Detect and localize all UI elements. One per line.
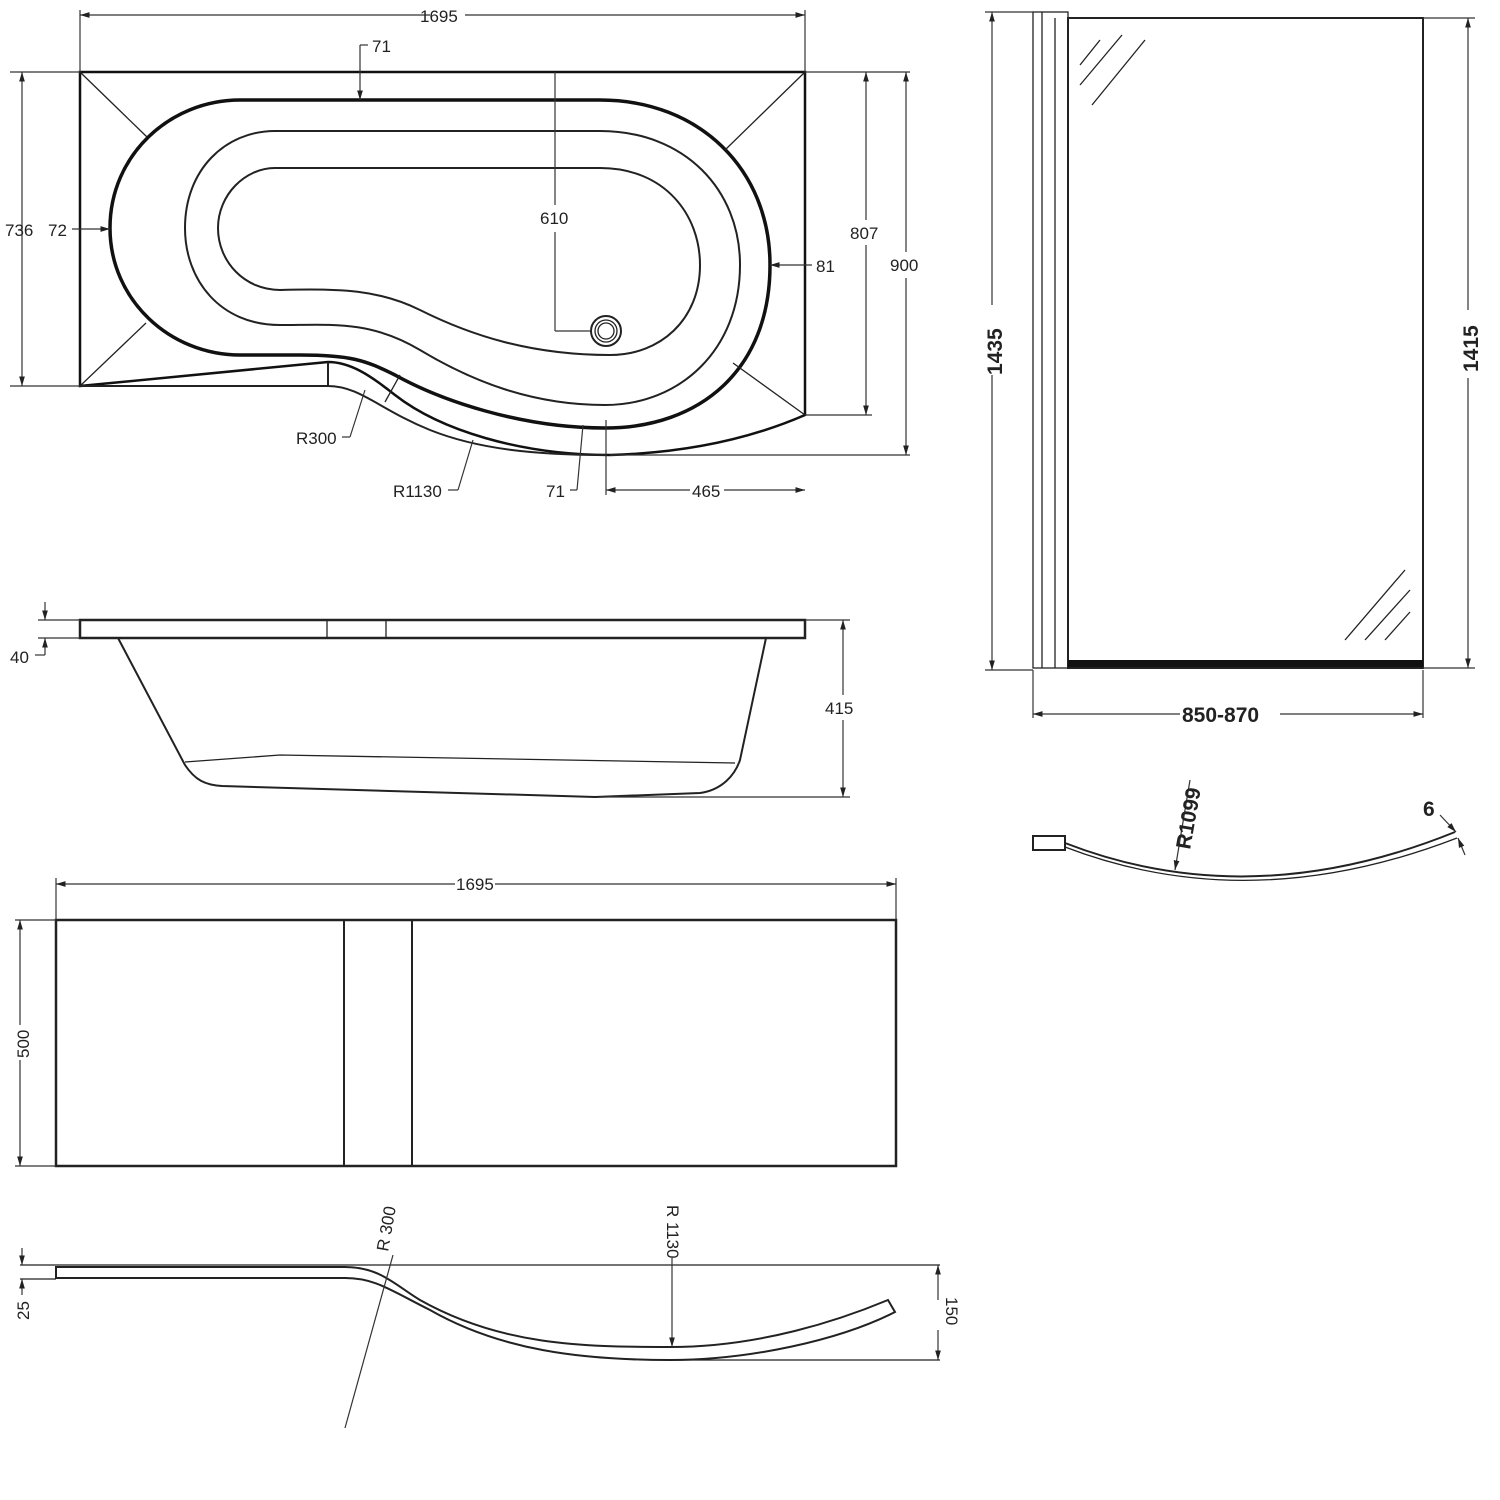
screen-seal [1068, 660, 1423, 667]
dim-shower-end-length: 465 [692, 482, 720, 501]
dim-waste-position: 610 [540, 209, 568, 228]
dim-panel-thickness: 25 [14, 1301, 33, 1320]
plan-dimension-lines [10, 10, 910, 495]
screen-glass [1067, 17, 1424, 669]
plan-corner-lines [79, 71, 806, 416]
panel-section: 25 R 300 R 1130 150 [14, 1205, 961, 1429]
panel-dimension-lines [15, 878, 897, 1167]
bath-body [117, 637, 767, 799]
shower-screen-elevation: 1435 1415 850-870 [984, 11, 1483, 727]
dim-section-depth: 150 [942, 1297, 961, 1325]
side-dimension-lines [35, 602, 850, 798]
dim-rim-thickness: 40 [10, 648, 29, 667]
waste-outlet [590, 315, 622, 347]
screen-plan-dimension-lines [1173, 779, 1466, 871]
dim-panel-height: 500 [14, 1030, 33, 1058]
plan-tub-floor [216, 167, 702, 357]
dim-bath-height: 415 [825, 699, 853, 718]
dim-panel-length: 1695 [456, 875, 494, 894]
plan-view: 1695 71 736 72 610 807 81 900 R300 R1130… [5, 7, 918, 501]
dim-rim-right: 81 [816, 257, 835, 276]
dim-rim-top: 71 [372, 37, 391, 56]
glass-reflection-lines [1079, 34, 1411, 641]
dim-rim-left: 72 [48, 221, 67, 240]
screen-curve-inner [1064, 837, 1458, 882]
dim-screen-height-total: 1435 [984, 328, 1007, 375]
dim-screen-height-glass: 1415 [1460, 325, 1483, 372]
dim-radius-small: R300 [296, 429, 337, 448]
dim-radius-large: R1130 [393, 482, 442, 501]
dim-glass-thickness: 6 [1423, 798, 1435, 821]
dim-width-shower-end: 807 [850, 224, 878, 243]
screen-hinge [1032, 835, 1066, 851]
dim-screen-radius: R1099 [1172, 786, 1205, 851]
shower-screen-plan: R1099 6 [1032, 779, 1466, 882]
screen-wall-profile [1032, 11, 1069, 669]
plan-apron-curve [327, 385, 606, 456]
dim-screen-width: 850-870 [1182, 704, 1259, 727]
front-panel-elevation: 1695 500 [14, 875, 898, 1168]
dim-section-radius-small: R 300 [373, 1205, 400, 1253]
bath-rim [78, 618, 807, 640]
plan-tub-rim [108, 98, 772, 430]
dim-rim-front: 71 [546, 482, 565, 501]
section-dimension-lines [19, 1248, 941, 1429]
dim-width-end: 736 [5, 221, 33, 240]
side-elevation: 40 415 [10, 602, 853, 799]
screen-dimension-lines [985, 11, 1475, 718]
panel-profile [55, 1266, 897, 1362]
dim-overall-length: 1695 [420, 7, 458, 26]
front-panel [54, 918, 898, 1168]
screen-curve-outer [1064, 831, 1456, 878]
dim-overall-width: 900 [890, 256, 918, 275]
dim-section-radius-large: R 1130 [663, 1205, 682, 1259]
plan-deck-outline [78, 70, 807, 457]
plan-tub-inner [183, 130, 742, 407]
